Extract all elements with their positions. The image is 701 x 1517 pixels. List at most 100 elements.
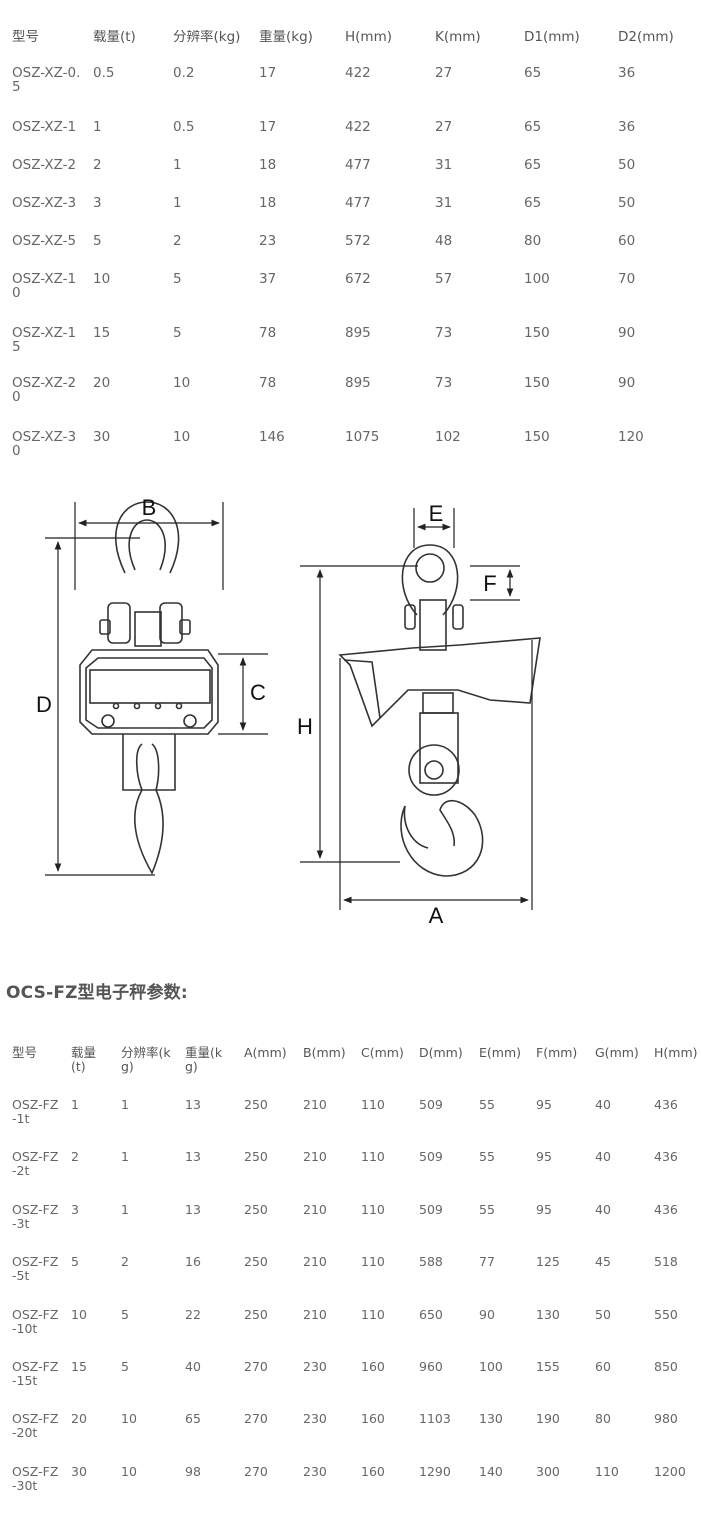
table-cell: 160 [361,1412,385,1426]
model-cell: OSZ-FZ-15t [12,1360,59,1388]
table-cell: 509 [419,1150,443,1164]
table-cell: 980 [654,1412,678,1426]
dimension-label-d: D [36,692,52,717]
table-cell: 5 [121,1308,129,1322]
table-cell: 31 [435,158,453,173]
table-cell: 40 [595,1098,611,1112]
column-header: E(mm) [479,1046,522,1060]
table-cell: 230 [303,1412,327,1426]
model-cell: OSZ-FZ-20t [12,1412,59,1440]
table-cell: 13 [185,1098,201,1112]
table-cell: 0.5 [93,66,115,81]
table-cell: 1 [121,1150,129,1164]
table-cell: 0.2 [173,66,195,81]
table-cell: 77 [479,1255,495,1269]
table-cell: 73 [435,326,453,341]
table-cell: 98 [185,1465,201,1479]
table-cell: 5 [173,326,182,341]
table-cell: 210 [303,1203,327,1217]
table-cell: 110 [361,1255,385,1269]
model-cell: OSZ-FZ-3t [12,1203,59,1231]
table-cell: 15 [93,326,111,341]
table-cell: 90 [618,376,636,391]
table-cell: 1290 [419,1465,451,1479]
table-cell: 40 [595,1150,611,1164]
dimension-lines [45,502,533,910]
table-cell: 895 [345,376,371,391]
table-cell: 0.5 [173,120,195,135]
column-header: H(mm) [345,30,392,45]
table-cell: 102 [435,430,461,445]
table-cell: 2 [93,158,102,173]
table-cell: 130 [479,1412,503,1426]
table-cell: 270 [244,1412,268,1426]
table-cell: 78 [259,326,277,341]
fz-spec-table: 型号载量(t)分辨率(kg)重量(kg)A(mm)B(mm)C(mm)D(mm)… [0,1046,701,1517]
table-cell: 250 [244,1255,268,1269]
table-cell: 60 [595,1360,611,1374]
table-cell: 518 [654,1255,678,1269]
column-header: K(mm) [435,30,481,45]
dimension-label-h: H [297,714,313,739]
table-cell: 5 [121,1360,129,1374]
front-view-drawing [79,501,219,875]
table-cell: 250 [244,1308,268,1322]
side-view-drawing [338,544,541,877]
table-cell: 5 [93,234,102,249]
table-cell: 1 [173,158,182,173]
table-cell: 65 [524,120,542,135]
model-cell: OSZ-XZ-0.5 [12,66,81,95]
table-cell: 436 [654,1150,678,1164]
table-cell: 50 [595,1308,611,1322]
table-cell: 210 [303,1308,327,1322]
table-cell: 120 [618,430,644,445]
model-cell: OSZ-XZ-2 [12,158,77,173]
table-cell: 110 [361,1308,385,1322]
table-cell: 30 [93,430,111,445]
model-cell: OSZ-XZ-1 [12,120,77,135]
table-cell: 572 [345,234,371,249]
table-cell: 230 [303,1360,327,1374]
table-cell: 1 [173,196,182,211]
table-cell: 17 [259,120,277,135]
table-cell: 270 [244,1465,268,1479]
table-cell: 10 [173,430,191,445]
model-cell: OSZ-XZ-3 [12,196,77,211]
table-cell: 250 [244,1098,268,1112]
table-cell: 31 [435,196,453,211]
table-cell: 50 [618,158,636,173]
table-cell: 10 [93,272,111,287]
column-header: B(mm) [303,1046,346,1060]
dimension-label-f: F [483,571,496,596]
table-cell: 850 [654,1360,678,1374]
table-cell: 150 [524,376,550,391]
table-cell: 672 [345,272,371,287]
table-cell: 1 [121,1098,129,1112]
table-cell: 960 [419,1360,443,1374]
table-cell: 90 [618,326,636,341]
table-cell: 16 [185,1255,201,1269]
column-header: C(mm) [361,1046,404,1060]
table-cell: 18 [259,158,277,173]
table-cell: 300 [536,1465,560,1479]
table-cell: 1 [93,120,102,135]
column-header: D1(mm) [524,30,580,45]
column-header: D(mm) [419,1046,463,1060]
column-header: 重量(kg) [259,30,313,45]
table-cell: 210 [303,1255,327,1269]
column-header: 载量(t) [71,1046,97,1074]
table-cell: 3 [71,1203,79,1217]
xz-spec-table: 型号载量(t)分辨率(kg)重量(kg)H(mm)K(mm)D1(mm)D2(m… [0,30,701,484]
table-cell: 1 [121,1203,129,1217]
table-cell: 422 [345,66,371,81]
table-cell: 250 [244,1150,268,1164]
table-cell: 588 [419,1255,443,1269]
table-cell: 146 [259,430,285,445]
table-cell: 70 [618,272,636,287]
table-cell: 1 [71,1098,79,1112]
